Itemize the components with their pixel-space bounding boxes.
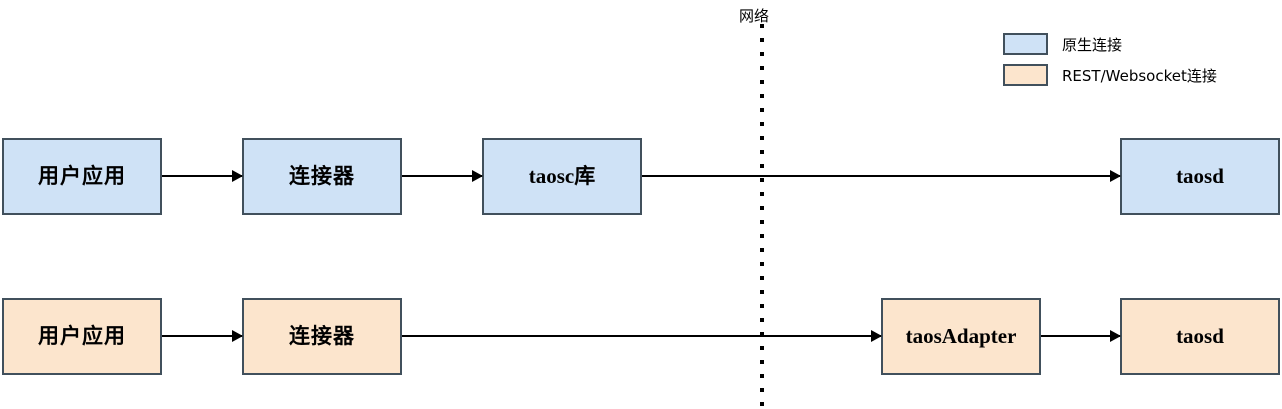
arrow-user-to-connector-native bbox=[162, 175, 242, 177]
node-taosc-library[interactable]: taosc库 bbox=[482, 138, 642, 215]
node-label: 用户应用 bbox=[38, 323, 126, 348]
rest-websocket-swatch bbox=[1003, 64, 1048, 86]
network-divider-label: 网络 bbox=[739, 7, 770, 25]
arrow-connector-to-taosadapter bbox=[402, 335, 881, 337]
legend-label: REST/Websocket连接 bbox=[1062, 66, 1217, 85]
node-taosadapter[interactable]: taosAdapter bbox=[881, 298, 1041, 375]
node-label: taosc库 bbox=[528, 163, 596, 188]
legend: 原生连接 REST/Websocket连接 bbox=[1003, 33, 1263, 88]
node-label: taosAdapter bbox=[905, 323, 1017, 348]
node-label: 连接器 bbox=[289, 163, 355, 188]
node-taosd-native[interactable]: taosd bbox=[1120, 138, 1280, 215]
node-taosd-rest[interactable]: taosd bbox=[1120, 298, 1280, 375]
arrow-connector-to-taosc bbox=[402, 175, 482, 177]
legend-label: 原生连接 bbox=[1062, 35, 1123, 54]
legend-item-rest: REST/Websocket连接 bbox=[1003, 64, 1217, 86]
node-label: taosd bbox=[1176, 323, 1224, 348]
network-divider-line bbox=[760, 24, 764, 409]
node-connector-rest[interactable]: 连接器 bbox=[242, 298, 402, 375]
native-connection-swatch bbox=[1003, 33, 1048, 55]
node-label: 用户应用 bbox=[38, 163, 126, 188]
legend-item-native: 原生连接 bbox=[1003, 33, 1122, 55]
node-user-application-native[interactable]: 用户应用 bbox=[2, 138, 162, 215]
arrow-user-to-connector-rest bbox=[162, 335, 242, 337]
node-label: taosd bbox=[1176, 163, 1224, 188]
node-connector-native[interactable]: 连接器 bbox=[242, 138, 402, 215]
node-user-application-rest[interactable]: 用户应用 bbox=[2, 298, 162, 375]
arrow-taosadapter-to-taosd bbox=[1041, 335, 1120, 337]
arrow-taosc-to-taosd bbox=[642, 175, 1120, 177]
node-label: 连接器 bbox=[289, 323, 355, 348]
